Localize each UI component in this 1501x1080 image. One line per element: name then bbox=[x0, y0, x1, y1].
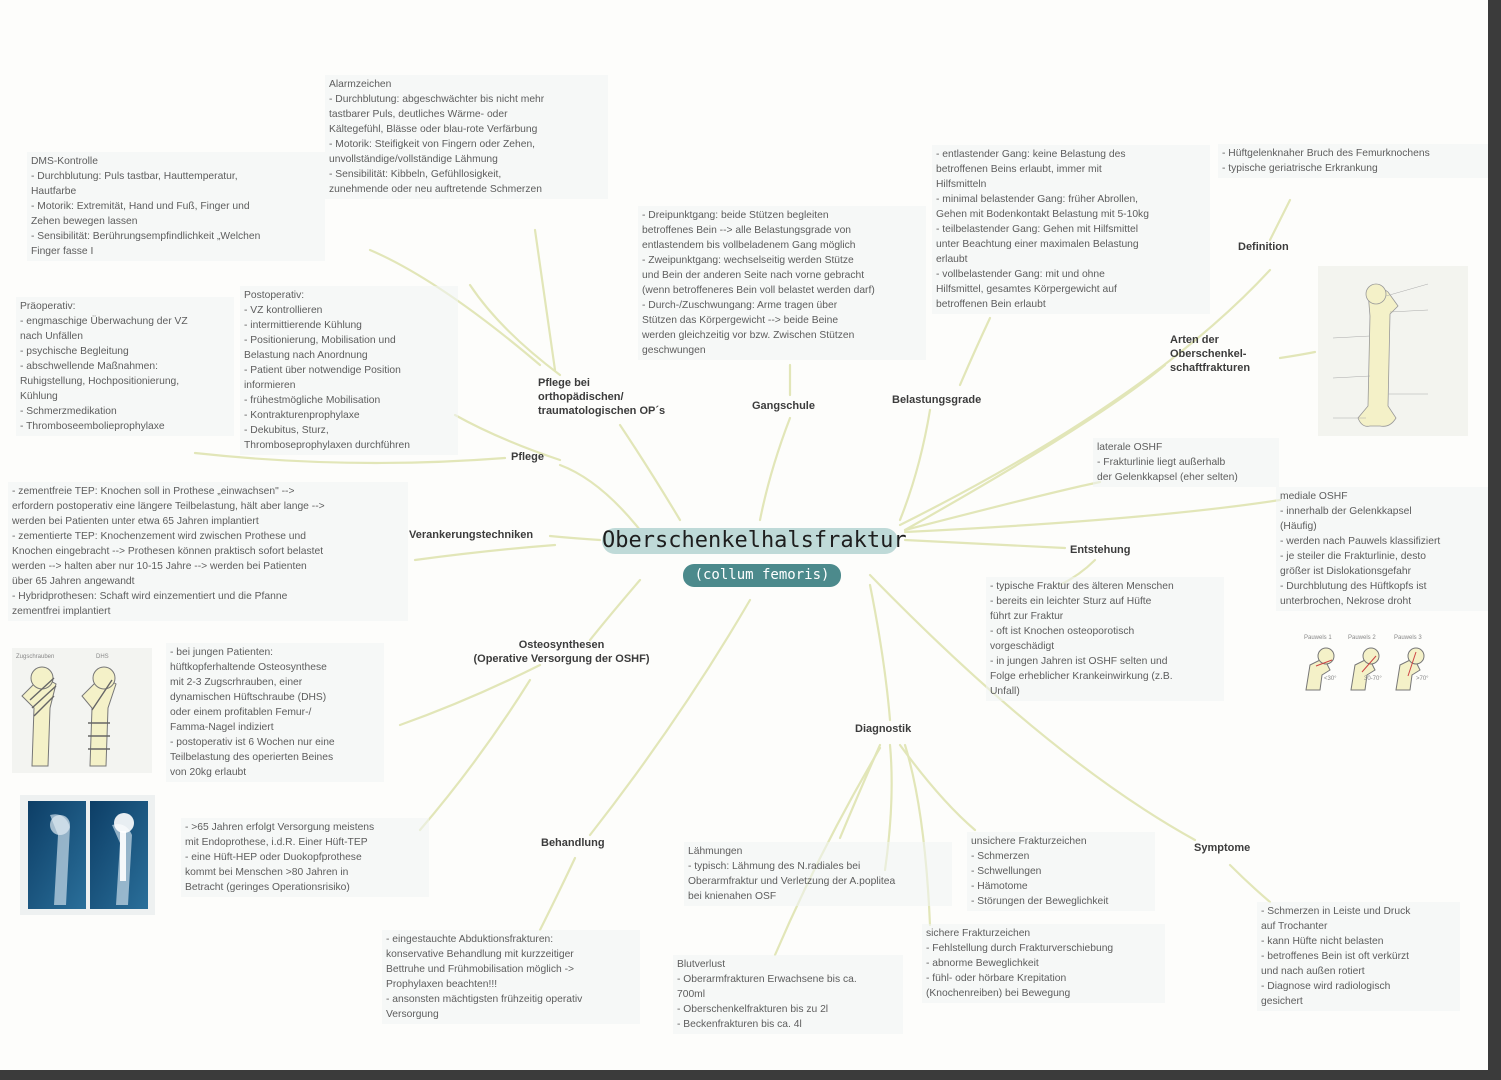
line-definition bbox=[898, 268, 1272, 527]
note-osteo-jung: - bei jungen Patienten: hüftkopferhalten… bbox=[166, 643, 384, 782]
note-symptome: - Schmerzen in Leiste und Druck auf Troc… bbox=[1257, 902, 1460, 1011]
pauwels-1-label: Pauwels 1 bbox=[1304, 635, 1332, 641]
background-edge-right bbox=[1488, 0, 1501, 1080]
pauwels-classification-image: Pauwels 1 Pauwels 2 Pauwels 3 <30° 30-70… bbox=[1296, 630, 1446, 700]
topic-symptome[interactable]: Symptome bbox=[1194, 842, 1251, 854]
line-entstehung bbox=[903, 538, 1067, 550]
dhs-label: DHS bbox=[96, 654, 109, 660]
femur-diagram-image bbox=[1318, 266, 1468, 436]
topic-definition[interactable]: Definition bbox=[1238, 241, 1289, 253]
topic-pflege-op[interactable]: Pflege bei orthopädischen/ traumatologis… bbox=[538, 377, 666, 417]
note-entstehung: - typische Fraktur des älteren Menschen … bbox=[986, 577, 1224, 701]
note-unsichere-frakturzeichen: unsichere Frakturzeichen - Schmerzen - S… bbox=[967, 832, 1155, 911]
note-gangschule: - Dreipunktgang: beide Stützen begleiten… bbox=[638, 206, 926, 360]
line-arten bbox=[903, 363, 1167, 532]
note-definition: - Hüftgelenknaher Bruch des Femurknochen… bbox=[1218, 144, 1488, 178]
central-subtitle: (collum femoris) bbox=[683, 564, 841, 587]
note-mediale-oshf: mediale OSHF - innerhalb der Gelenkkapse… bbox=[1276, 487, 1489, 611]
topic-gangschule[interactable]: Gangschule bbox=[752, 400, 815, 412]
pauwels-2-label: Pauwels 2 bbox=[1348, 635, 1376, 641]
line-pflege-op bbox=[618, 423, 682, 522]
line-verankerung bbox=[548, 534, 602, 542]
note-dms-kontrolle: DMS-Kontrolle - Durchblutung: Puls tastb… bbox=[27, 152, 325, 261]
line-symptome bbox=[868, 573, 1197, 842]
note-osteo-alt: - >65 Jahren erfolgt Versorgung meistens… bbox=[181, 818, 429, 897]
note-postoperativ: Postoperativ: - VZ kontrollieren - inter… bbox=[240, 286, 458, 455]
osteosynthesis-image: Zugschrauben DHS bbox=[12, 648, 152, 773]
note-laehmungen: Lähmungen - typisch: Lähmung des N.radia… bbox=[684, 842, 952, 906]
pauwels-3-angle: >70° bbox=[1416, 676, 1429, 682]
note-behandlung: - eingestauchte Abduktionsfrakturen: kon… bbox=[382, 930, 640, 1024]
topic-arten[interactable]: Arten der Oberschenkel- schaftfrakturen bbox=[1170, 334, 1251, 374]
zugschrauben-label: Zugschrauben bbox=[16, 654, 54, 660]
note-alarmzeichen: Alarmzeichen - Durchblutung: abgeschwäch… bbox=[325, 75, 608, 199]
note-sichere-frakturzeichen: sichere Frakturzeichen - Fehlstellung du… bbox=[922, 924, 1165, 1003]
line-pflege bbox=[558, 463, 642, 532]
pauwels-2-angle: 30-70° bbox=[1364, 676, 1382, 682]
line-gangschule bbox=[758, 416, 792, 522]
note-verankerung: - zementfreie TEP: Knochen soll in Proth… bbox=[8, 482, 408, 621]
topic-diagnostik[interactable]: Diagnostik bbox=[855, 723, 912, 735]
xray-images bbox=[20, 795, 155, 915]
note-laterale-oshf: laterale OSHF - Frakturlinie liegt außer… bbox=[1093, 438, 1279, 487]
note-praeoperativ: Präoperativ: - engmaschige Überwachung d… bbox=[16, 297, 234, 436]
topic-osteosynthesen[interactable]: Osteosynthesen (Operative Versorgung der… bbox=[473, 639, 650, 665]
line-diagnostik bbox=[868, 583, 892, 722]
line-behandlung bbox=[588, 598, 752, 837]
topic-behandlung[interactable]: Behandlung bbox=[541, 837, 605, 849]
pauwels-1-angle: <30° bbox=[1324, 676, 1337, 682]
topic-belastungsgrade[interactable]: Belastungsgrade bbox=[892, 394, 982, 406]
note-blutverlust: Blutverlust - Oberarmfrakturen Erwachsen… bbox=[673, 955, 903, 1034]
central-topic[interactable]: Oberschenkelhalsfraktur bbox=[602, 528, 907, 554]
background-edge-bottom bbox=[0, 1070, 1501, 1080]
pauwels-3-label: Pauwels 3 bbox=[1394, 635, 1422, 641]
line-belastung bbox=[898, 408, 932, 522]
note-belastungsgrade: - entlastender Gang: keine Belastung des… bbox=[932, 145, 1210, 314]
topic-pflege[interactable]: Pflege bbox=[511, 451, 545, 463]
topic-entstehung[interactable]: Entstehung bbox=[1070, 544, 1131, 556]
topic-verankerung[interactable]: Verankerungstechniken bbox=[409, 529, 534, 541]
line-osteo bbox=[588, 578, 642, 642]
